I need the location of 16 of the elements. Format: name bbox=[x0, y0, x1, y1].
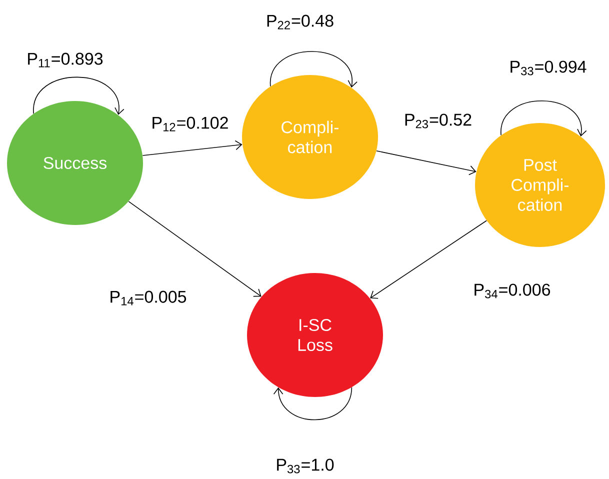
arrow bbox=[376, 150, 476, 176]
edge-label: P$_{22}$=0.48 bbox=[264, 14, 336, 30]
edge-label: P$_{11}$=0.893 bbox=[26, 52, 104, 68]
arrow bbox=[142, 140, 242, 156]
edge-label: P$_{12}$=0.102 bbox=[150, 116, 230, 132]
edge-label: P$_{23}$=0.52 bbox=[402, 112, 474, 130]
edge-label: P$_{33}$=0.994 bbox=[508, 60, 588, 76]
arrow bbox=[33, 76, 124, 115]
arrow bbox=[270, 51, 358, 88]
arrow bbox=[128, 201, 262, 297]
edge-label: P$_{34}$=0.006 bbox=[472, 282, 552, 300]
edge-label: P$_{14}$=0.005 bbox=[108, 290, 188, 306]
arrow bbox=[273, 387, 352, 420]
arrow bbox=[500, 100, 587, 136]
edge-label: P$_{33}$=1.0 bbox=[274, 458, 336, 474]
arrow bbox=[370, 220, 487, 299]
